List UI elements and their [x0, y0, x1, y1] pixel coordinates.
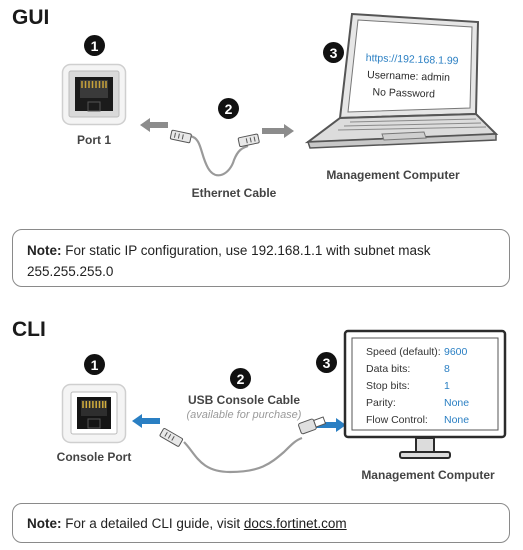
ethernet-cable-icon: [169, 129, 260, 177]
usb-cable-icon: [159, 416, 327, 474]
cli-note-box: Note: For a detailed CLI guide, visit do…: [12, 503, 510, 543]
ethernet-port-icon: [61, 63, 127, 126]
cli-step-3-badge: 3: [316, 352, 337, 373]
gui-note-prefix: Note:: [27, 243, 62, 258]
gui-note-box: Note: For static IP configuration, use 1…: [12, 229, 510, 287]
usb-cable-label: USB Console Cable: [187, 393, 301, 407]
cli-note-text: For a detailed CLI guide, visit: [65, 516, 241, 531]
gui-step-1-badge: 1: [84, 35, 105, 56]
terminal-row: Stop bits: 1: [366, 378, 469, 395]
terminal-value: 8: [444, 363, 450, 375]
arrow-left-blue-icon: [132, 414, 160, 428]
cli-section-title: CLI: [12, 318, 46, 341]
gui-step-2-badge: 2: [218, 98, 239, 119]
terminal-value: 1: [444, 380, 450, 392]
terminal-row: Flow Control: None: [366, 412, 469, 429]
console-port-label: Console Port: [56, 450, 132, 464]
terminal-settings: Speed (default): 9600 Data bits: 8 Stop …: [366, 344, 469, 429]
gui-computer-label: Management Computer: [326, 168, 460, 182]
console-port-icon: [61, 383, 127, 444]
monitor-icon: [343, 329, 507, 459]
terminal-row: Speed (default): 9600: [366, 344, 469, 361]
ethernet-cable-label: Ethernet Cable: [191, 186, 277, 200]
cli-step-1-badge: 1: [84, 354, 105, 375]
gui-note-text: For static IP configuration, use 192.168…: [27, 243, 431, 279]
terminal-value: 9600: [444, 346, 468, 358]
terminal-key: Data bits:: [366, 363, 411, 375]
usb-cable-sub-label: (available for purchase): [186, 409, 302, 421]
arrow-left-icon: [140, 118, 168, 132]
terminal-row: Parity: None: [366, 395, 469, 412]
terminal-key: Flow Control:: [366, 414, 428, 426]
cli-note-prefix: Note:: [27, 516, 62, 531]
gui-section-title: GUI: [12, 6, 50, 29]
arrow-right-blue-icon: [316, 418, 346, 432]
cli-step-2-badge: 2: [230, 368, 251, 389]
docs-link[interactable]: docs.fortinet.com: [243, 516, 347, 531]
arrow-right-icon: [262, 124, 294, 138]
terminal-row: Data bits: 8: [366, 361, 469, 378]
terminal-key: Speed (default):: [366, 346, 441, 358]
terminal-key: Stop bits:: [366, 380, 410, 392]
terminal-key: Parity:: [366, 397, 396, 409]
laptop-screen: https://192.168.1.99 Username: admin No …: [364, 50, 459, 104]
terminal-value: None: [444, 397, 470, 409]
port-1-label: Port 1: [76, 133, 111, 147]
laptop-icon: [304, 12, 499, 149]
cli-computer-label: Management Computer: [361, 468, 495, 482]
screen-password: No Password: [372, 86, 436, 101]
gui-step-3-badge: 3: [323, 42, 344, 63]
terminal-value: None: [444, 414, 470, 426]
